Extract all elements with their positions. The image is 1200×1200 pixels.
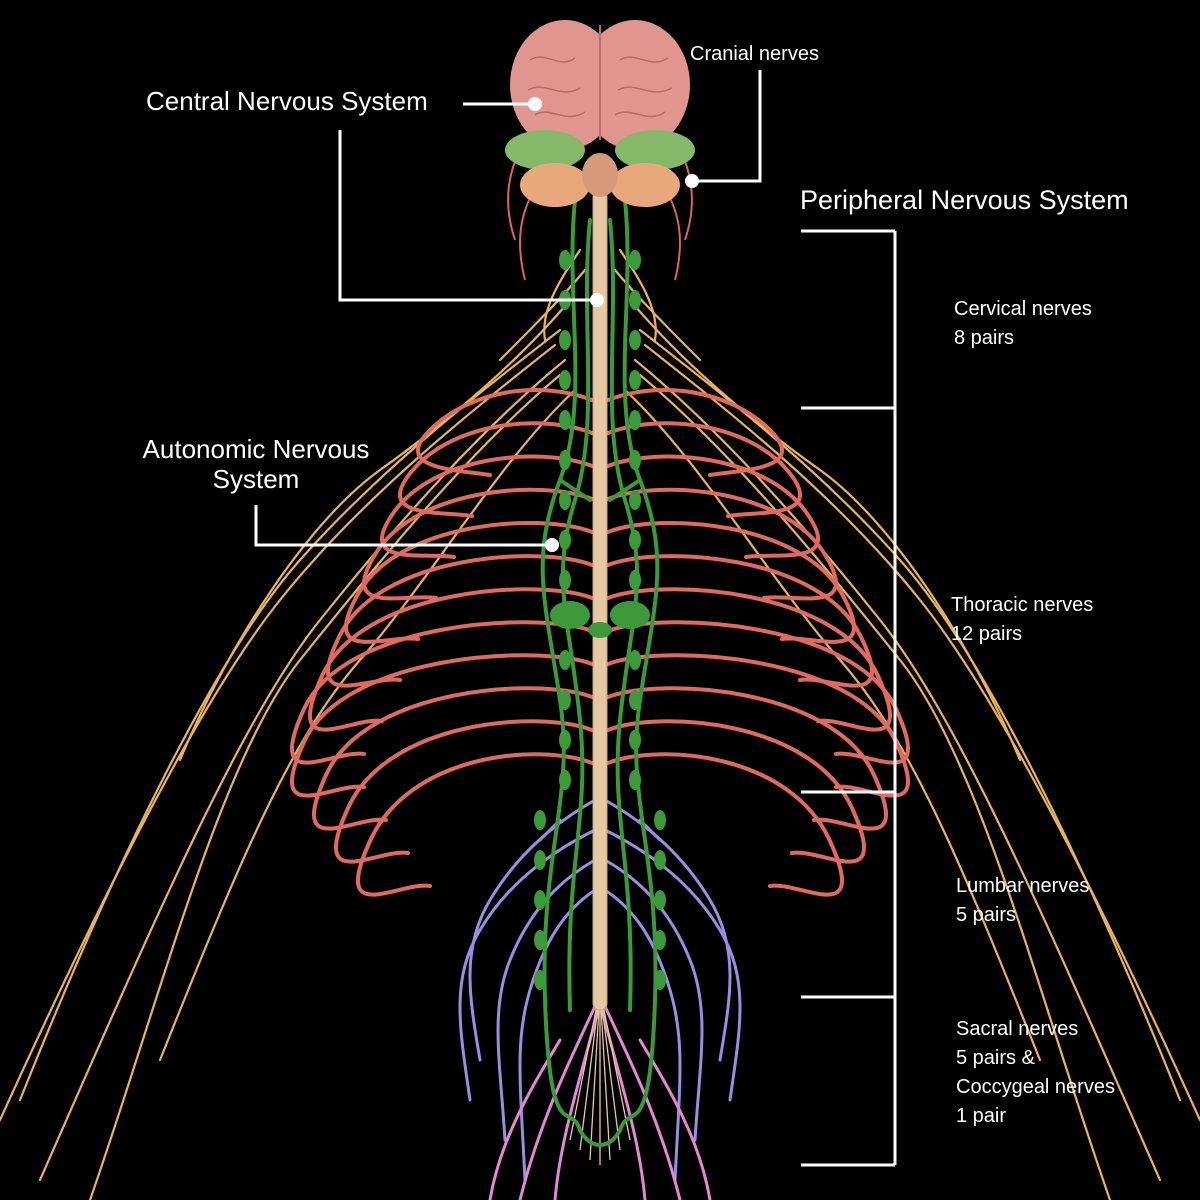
ganglion-right-5: [629, 410, 641, 430]
cranial-dot: [685, 174, 699, 188]
sacral-label-line3: Coccygeal nerves: [956, 1076, 1115, 1098]
spinal-cord: [592, 189, 608, 1011]
leader-dots: [528, 97, 699, 552]
sympathetic-ganglia: [534, 250, 666, 990]
cervical-label-line2: 8 pairs: [954, 327, 1015, 349]
ganglion-right-12: [629, 730, 641, 750]
limbic-lobes: [505, 130, 695, 170]
ganglion-left-9: [559, 570, 571, 590]
sacral-label-line2: 5 pairs &: [956, 1047, 1035, 1069]
ganglion-right-2: [629, 290, 641, 310]
thoracic-nerve-left-7: [308, 587, 594, 732]
sacral-label-line4: 1 pair: [956, 1105, 1007, 1127]
cranial-leader-line: [692, 70, 762, 183]
ganglion-left-5: [559, 410, 571, 430]
thoracic-nerve-right-2: [606, 421, 802, 518]
thoracic-label-line1: Thoracic nerves: [951, 594, 1094, 616]
ganglion-left-10: [559, 650, 571, 670]
ganglion-left-12: [559, 730, 571, 750]
thoracic-nerve-left-10: [312, 686, 594, 831]
thoracic-nerve-right-4: [606, 487, 839, 601]
autonomic-label-line2: System: [212, 464, 300, 494]
lumbar-nerves-label: Lumbar nerves 5 pairs: [956, 872, 1089, 930]
central-nervous-system-label: Central Nervous System: [146, 86, 428, 116]
thoracic-label-line2: 12 pairs: [951, 623, 1023, 645]
cervical-label-line1: Cervical nerves: [954, 298, 1092, 320]
thoracic-nerve-left-11: [334, 719, 594, 864]
ganglion-right-13: [629, 770, 641, 790]
thoracic-nerve-right-6: [606, 554, 874, 688]
sacral-nerves-label: Sacral nerves 5 pairs & Coccygeal nerves…: [956, 1015, 1115, 1131]
ganglion-right-16: [654, 890, 666, 910]
ganglion-left-7: [559, 490, 571, 510]
leader-lines: [254, 70, 762, 547]
ganglion-left-8: [559, 530, 571, 550]
thoracic-nerve-left-6: [326, 554, 594, 688]
ganglion-left-3: [559, 330, 571, 350]
ganglion-right-8: [629, 530, 641, 550]
ganglion-left-16: [534, 890, 546, 910]
thoracic-nerve-right-10: [606, 686, 888, 831]
cranial-nerves-label: Cranial nerves: [690, 43, 819, 65]
thoracic-nerves-label: Thoracic nerves 12 pairs: [951, 591, 1093, 649]
ganglion-left-6: [559, 450, 571, 470]
thoracic-nerve-left-3: [379, 454, 594, 559]
thoracic-nerves: [290, 388, 910, 897]
ganglion-right-15: [654, 850, 666, 870]
ganglion-right-4: [629, 370, 641, 390]
arm-nerves: [0, 248, 1200, 1200]
ganglion-right-9: [629, 570, 641, 590]
ganglion-left-4: [559, 370, 571, 390]
peripheral-nervous-system-label: Peripheral Nervous System: [800, 185, 1129, 215]
ganglion-left-13: [559, 770, 571, 790]
ganglion-right-11: [629, 690, 641, 710]
sacral-label-line1: Sacral nerves: [956, 1018, 1079, 1040]
ganglion-right-3: [629, 330, 641, 350]
ganglion-right-6: [629, 450, 641, 470]
cauda-equina: [569, 989, 631, 1165]
ganglion-left-14: [534, 810, 546, 830]
thoracic-nerve-right-12: [606, 752, 844, 897]
thoracic-nerve-right-5: [606, 520, 857, 644]
celiac-plexus: [550, 601, 650, 638]
ganglion-left-1: [559, 250, 571, 270]
ganglion-right-18: [654, 970, 666, 990]
cns-cord-leader-line: [338, 130, 597, 302]
ganglion-left-11: [559, 690, 571, 710]
ganglion-right-7: [629, 490, 641, 510]
thoracic-nerve-left-2: [398, 421, 594, 518]
autonomic-nervous-system-label: Autonomic Nervous System: [118, 434, 394, 494]
cervical-nerves-label: Cervical nerves 8 pairs: [954, 295, 1092, 353]
ganglion-left-17: [534, 930, 546, 950]
cns-cord-dot: [590, 293, 604, 307]
ganglion-right-10: [629, 650, 641, 670]
thoracic-nerve-left-8: [290, 620, 594, 765]
ganglion-right-14: [654, 810, 666, 830]
autonomic-label-line1: Autonomic Nervous: [142, 434, 370, 464]
cns-brain-dot: [528, 97, 542, 111]
thoracic-nerve-right-11: [606, 719, 866, 864]
thoracic-nerve-right-8: [606, 620, 910, 765]
pns-bracket: [801, 229, 897, 1167]
ganglion-right-17: [654, 930, 666, 950]
thoracic-nerve-left-12: [356, 752, 594, 897]
ganglion-right-1: [629, 250, 641, 270]
ans-dot: [545, 538, 559, 552]
brain: [510, 20, 690, 150]
lumbar-label-line2: 5 pairs: [956, 904, 1017, 926]
thoracic-nerve-right-3: [606, 454, 821, 559]
thoracic-nerve-left-5: [343, 520, 594, 644]
lumbar-label-line1: Lumbar nerves: [956, 875, 1090, 897]
thoracic-nerve-left-4: [361, 487, 594, 601]
ans-leader-line: [254, 505, 552, 547]
cerebellum: [520, 153, 680, 207]
thoracic-nerve-right-7: [606, 587, 892, 732]
ganglion-left-18: [534, 970, 546, 990]
ganglion-left-15: [534, 850, 546, 870]
thoracic-nerve-left-9: [290, 653, 594, 798]
